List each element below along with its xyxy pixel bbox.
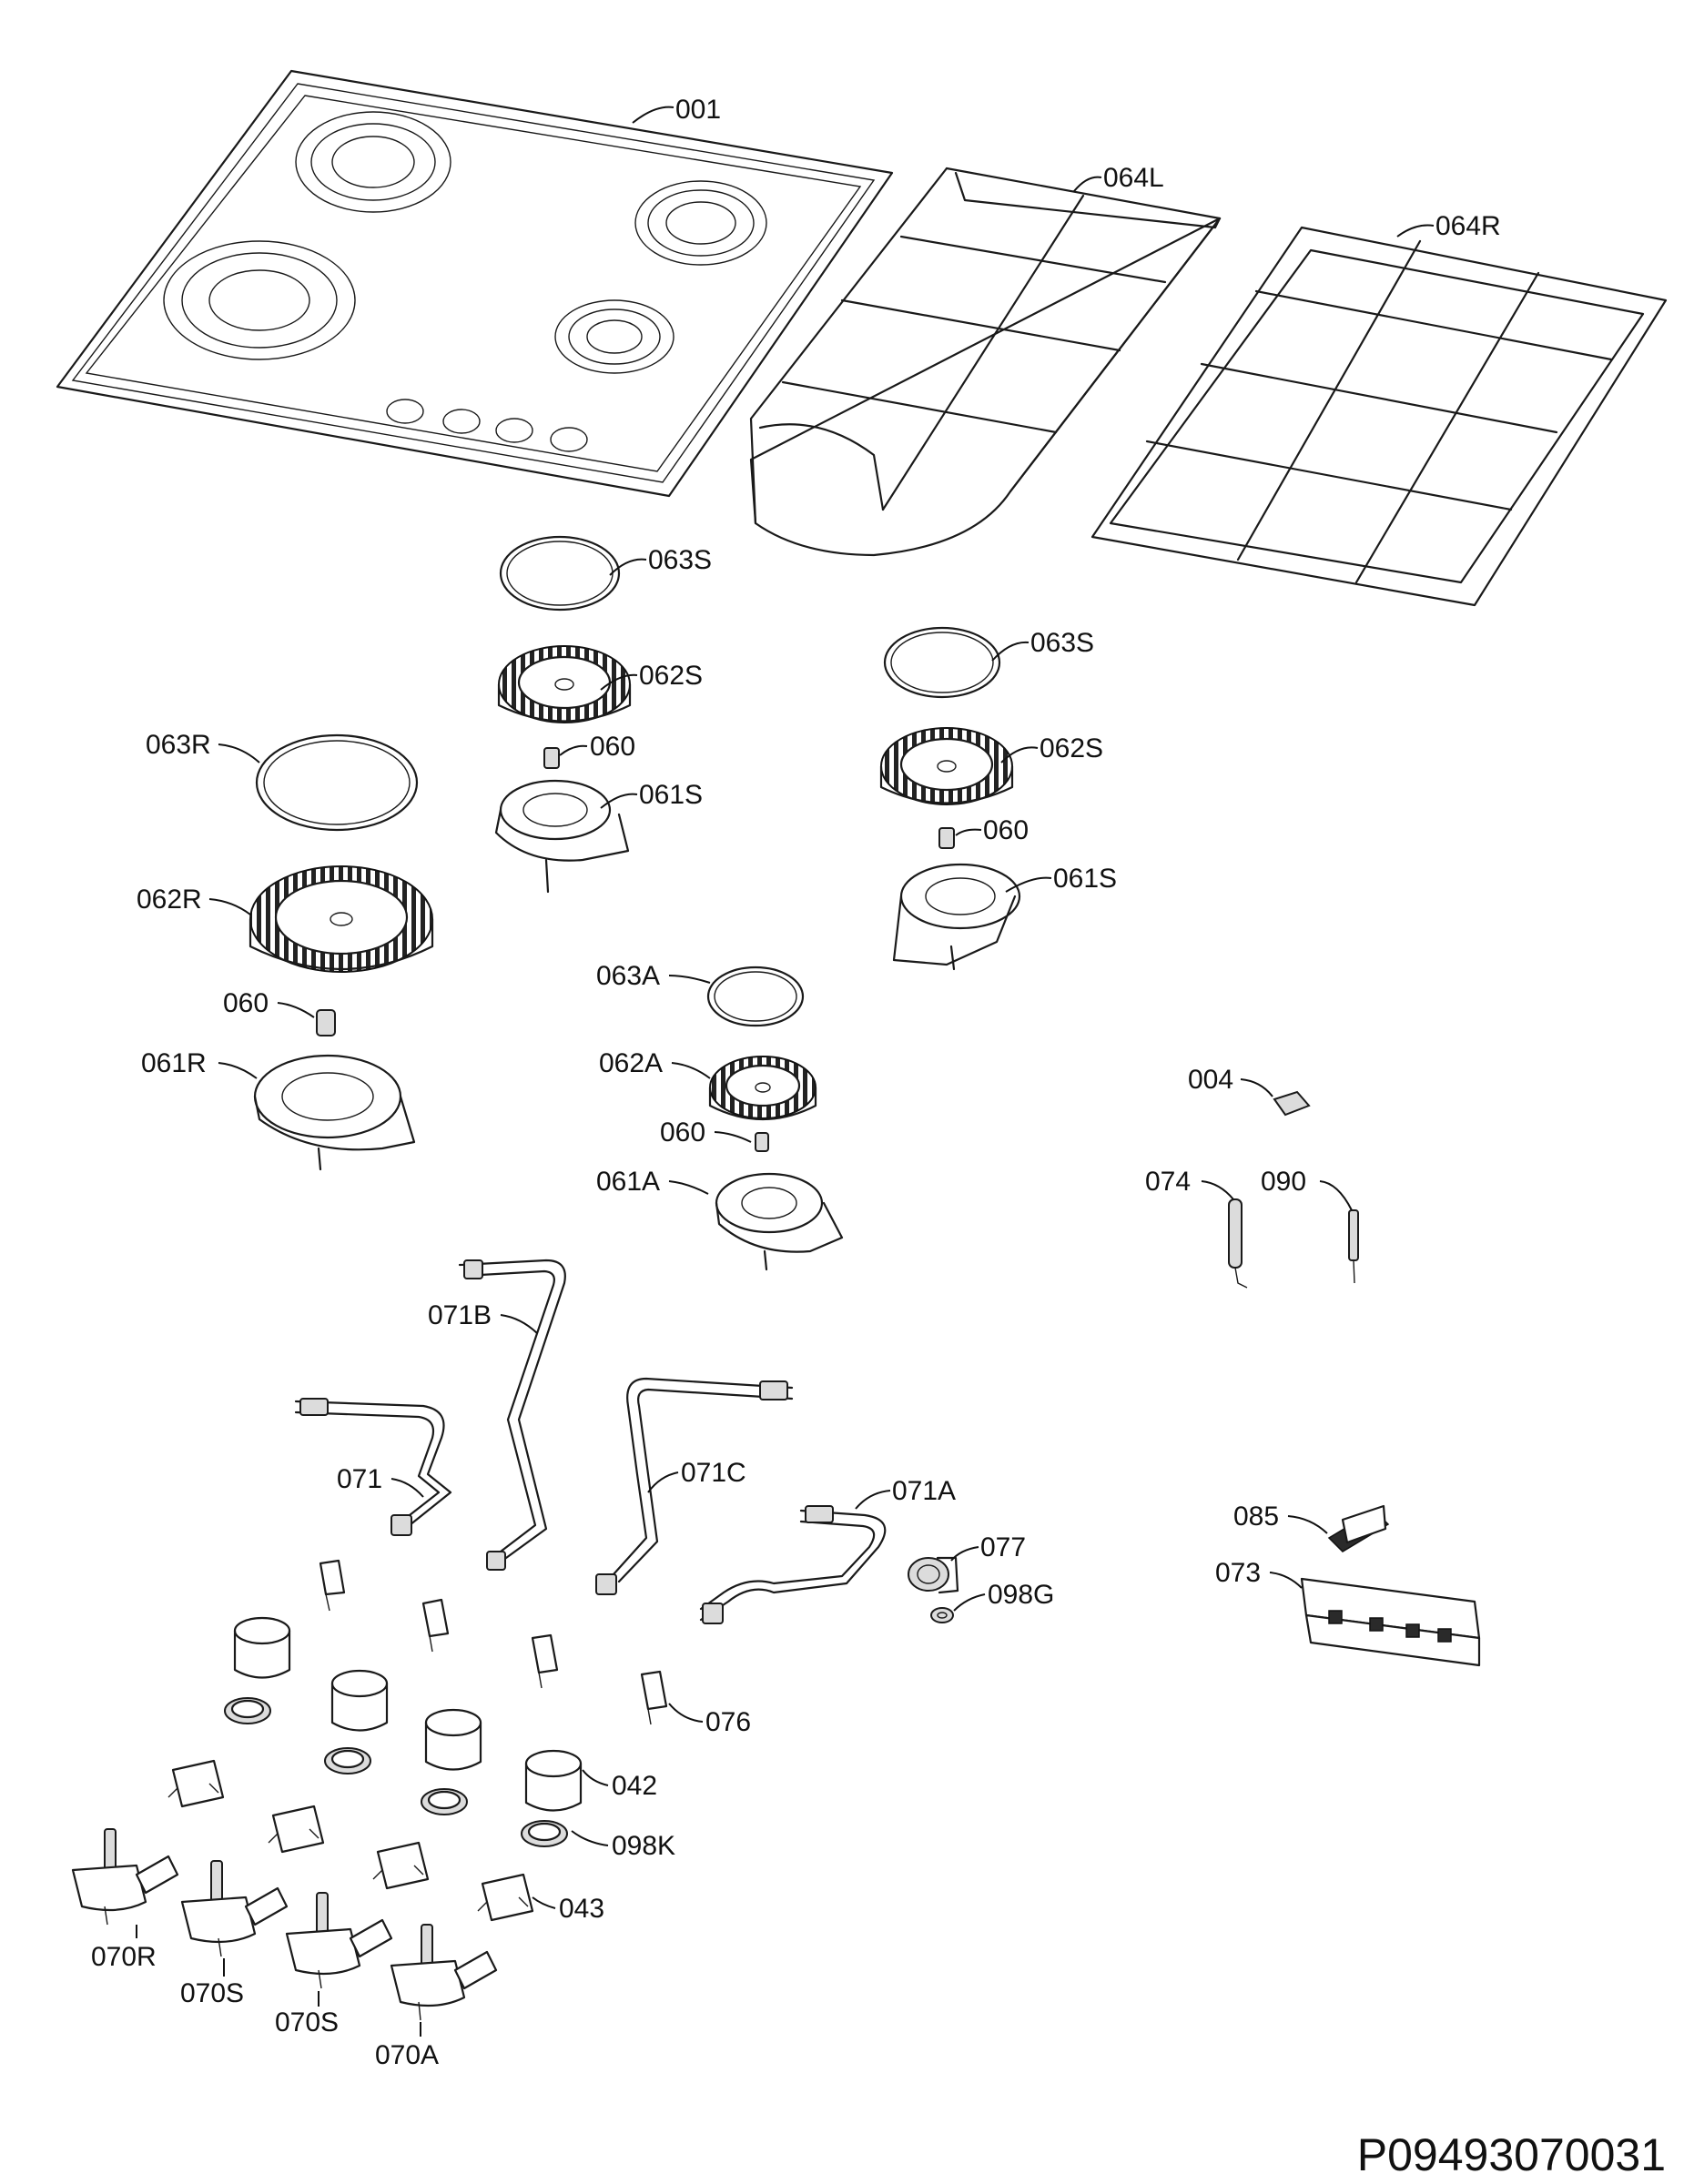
label-063S-upper: 063S [648, 545, 712, 575]
label-071: 071 [337, 1464, 382, 1494]
label-077: 077 [980, 1532, 1026, 1562]
label-060-upper: 060 [590, 732, 635, 762]
label-062S-upper: 062S [639, 661, 703, 691]
burner-crown-062S-upper [497, 645, 632, 723]
burner-base-061S-right [892, 863, 1021, 971]
label-061S-upper: 061S [639, 780, 703, 810]
gas-pipe-071 [294, 1398, 452, 1536]
label-062R: 062R [137, 885, 202, 915]
label-060-large: 060 [223, 988, 269, 1018]
spark-plug-090 [1348, 1209, 1359, 1284]
injector-060-upper [543, 747, 560, 769]
knob-ring-2 [324, 1747, 371, 1774]
burner-base-061R [253, 1054, 416, 1171]
label-070R: 070R [91, 1942, 157, 1972]
label-085: 085 [1233, 1502, 1279, 1532]
pan-support-right [1090, 226, 1668, 607]
label-062A: 062A [599, 1048, 663, 1078]
microswitch-3 [372, 1841, 430, 1890]
connector-085 [1327, 1504, 1390, 1552]
label-070S-1: 070S [180, 1978, 244, 2008]
injector-060-large [316, 1009, 336, 1036]
injector-060-right [938, 827, 955, 849]
hob-top-plate [56, 69, 894, 498]
label-063S-right: 063S [1030, 628, 1094, 658]
label-090: 090 [1261, 1167, 1306, 1197]
gas-valve-070S-2 [285, 1892, 393, 1989]
washer-098G [930, 1607, 954, 1623]
knob-ring-3 [421, 1788, 468, 1815]
switch-bracket-1 [319, 1559, 346, 1612]
label-042: 042 [612, 1771, 657, 1801]
part-labels: 001 064L 064R 063S 062S 060 061S 063S 06… [91, 95, 1501, 2070]
knob-ring-4 [521, 1820, 568, 1847]
elbow-fitting-077 [908, 1556, 959, 1594]
label-070A: 070A [375, 2040, 439, 2070]
injector-060-aux [755, 1132, 769, 1152]
burner-cap-063A [706, 966, 805, 1027]
label-061S-right: 061S [1053, 864, 1117, 894]
switch-bracket-3 [531, 1633, 559, 1689]
gas-pipe-071A [699, 1505, 887, 1624]
label-064R: 064R [1435, 211, 1501, 241]
knob-3 [424, 1708, 482, 1771]
burner-crown-062A [708, 1056, 817, 1121]
label-063A: 063A [596, 961, 660, 991]
gas-pipe-071C [595, 1377, 794, 1595]
ignition-unit-073 [1300, 1577, 1481, 1667]
switch-bracket-4 [640, 1670, 668, 1725]
clip-004 [1273, 1090, 1311, 1117]
label-074: 074 [1145, 1167, 1191, 1197]
label-062S-right: 062S [1040, 733, 1103, 763]
label-004: 004 [1188, 1065, 1233, 1095]
knob-2 [330, 1669, 389, 1732]
burner-cap-063S-right [883, 626, 1001, 699]
switch-bracket-2 [421, 1598, 450, 1653]
gas-valve-070S-1 [180, 1860, 289, 1957]
burner-base-061S-upper [494, 779, 630, 894]
label-001: 001 [675, 95, 721, 125]
label-061A: 061A [596, 1167, 660, 1197]
label-071A: 071A [892, 1476, 956, 1506]
gas-valve-070A [390, 1924, 498, 2021]
label-071B: 071B [428, 1300, 492, 1330]
label-076: 076 [705, 1707, 751, 1737]
microswitch-4 [477, 1873, 534, 1922]
microswitch-1 [167, 1759, 225, 1808]
label-098G: 098G [988, 1580, 1054, 1610]
burner-crown-062S-right [879, 727, 1014, 805]
knob-1 [233, 1616, 291, 1679]
label-060-right: 060 [983, 815, 1029, 845]
microswitch-2 [268, 1805, 325, 1854]
label-061R: 061R [141, 1048, 207, 1078]
gas-valve-070R [71, 1828, 179, 1926]
burner-base-061A [715, 1172, 844, 1271]
label-063R: 063R [146, 730, 211, 760]
label-073: 073 [1215, 1558, 1261, 1588]
leader-lines [136, 106, 1435, 2037]
label-071C: 071C [681, 1458, 746, 1488]
gas-pipe-071B [458, 1259, 566, 1571]
label-043: 043 [559, 1894, 604, 1924]
burner-cap-063R [255, 733, 419, 832]
label-098K: 098K [612, 1831, 675, 1861]
pan-support-left [749, 167, 1222, 557]
knob-4 [524, 1749, 583, 1812]
label-064L: 064L [1103, 163, 1164, 193]
knob-ring-1 [224, 1697, 271, 1724]
burner-crown-062R [249, 865, 434, 973]
label-070S-2: 070S [275, 2007, 339, 2037]
thermocouple-074 [1228, 1198, 1248, 1289]
label-060-aux: 060 [660, 1117, 705, 1148]
document-id: P09493070031 [1357, 2129, 1666, 2180]
burner-cap-063S-upper [499, 535, 621, 612]
